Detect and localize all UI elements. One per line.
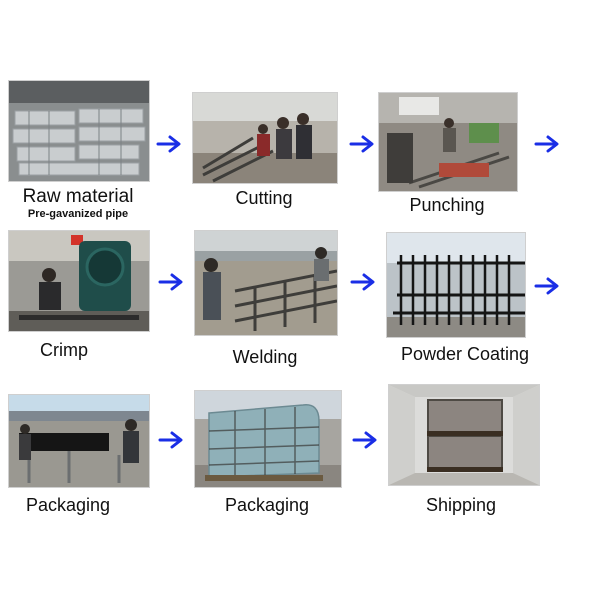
step-8-label: Packaging <box>224 495 310 515</box>
step-6-label: Powder Coating <box>400 344 530 364</box>
right-arrow-icon <box>534 134 562 154</box>
right-arrow-icon <box>158 430 186 450</box>
step-4-photo <box>8 230 150 332</box>
step-2-photo <box>192 92 338 184</box>
step-1-photo <box>8 80 150 182</box>
right-arrow-icon <box>352 430 380 450</box>
right-arrow-icon <box>349 134 377 154</box>
step-5-label: Welding <box>232 347 298 367</box>
right-arrow-icon <box>156 134 184 154</box>
step-6-photo <box>386 232 526 338</box>
step-1-label: Raw material <box>22 186 134 207</box>
right-arrow-icon <box>350 272 378 292</box>
right-arrow-icon <box>158 272 186 292</box>
right-arrow-icon <box>534 276 562 296</box>
step-9-label: Shipping <box>425 495 497 515</box>
step-2-label: Cutting <box>235 188 293 208</box>
step-8-photo <box>194 390 342 488</box>
step-4-label: Crimp <box>40 340 88 360</box>
step-3-label: Punching <box>409 195 485 215</box>
step-7-photo <box>8 394 150 488</box>
step-3-photo <box>378 92 518 192</box>
step-7-label: Packaging <box>25 495 111 515</box>
step-5-photo <box>194 230 338 336</box>
step-9-photo <box>388 384 540 486</box>
step-1-sublabel: Pre-gavanized pipe <box>27 208 129 220</box>
